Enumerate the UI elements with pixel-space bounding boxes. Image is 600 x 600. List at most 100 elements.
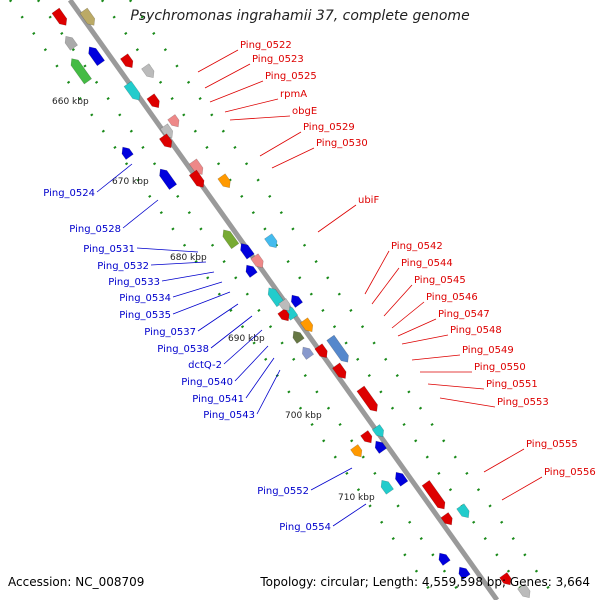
reverse-gene-label: Ping_0533 [108,277,160,288]
forward-gene-label: Ping_0525 [265,71,317,82]
forward-gene-label: Ping_0530 [316,138,368,149]
gene-arrow [290,294,303,308]
gene-arrow [120,53,134,69]
forward-label-leader [391,301,425,329]
forward-label-leader [224,98,279,113]
forward-gene-label: obgE [292,106,317,117]
forward-label-leader [317,204,357,233]
forward-label-leader [439,397,496,408]
gene-arrow [141,63,155,79]
gene-arrow [278,298,291,312]
forward-label-leader [371,267,400,305]
backbone [67,0,500,600]
forward-gene-label: rpmA [280,89,307,100]
reverse-gene-label: Ping_0543 [203,410,255,421]
reverse-label-leader [172,281,223,298]
gene-arrow [222,229,240,250]
scale-label: 680 kbp [170,253,207,263]
forward-gene-label: ubiF [358,195,379,206]
forward-gene-label: Ping_0522 [240,40,292,51]
forward-label-leader [204,63,251,89]
reverse-gene-label: Ping_0532 [97,261,149,272]
gene-arrow [438,552,451,566]
reverse-gene-label: Ping_0535 [119,310,171,321]
gene-arrow [299,317,314,333]
scale-label: 670 kbp [112,177,149,187]
gene-features [51,7,531,599]
gene-arrow [159,168,178,190]
gene-arrow [88,46,105,67]
gene-arrow [440,512,453,526]
gene-arrow [146,93,160,109]
reverse-label-leader [172,291,231,315]
forward-label-leader [259,131,302,157]
forward-gene-label: Ping_0551 [486,379,538,390]
reverse-gene-label: dctQ-2 [188,360,222,371]
reverse-label-leader [96,163,133,193]
gene-arrow [264,233,278,249]
forward-gene-label: Ping_0553 [497,397,549,408]
reverse-gene-label: Ping_0524 [43,188,95,199]
reverse-label-leader [223,329,263,365]
reverse-label-leader [136,247,199,253]
gene-arrow [158,133,173,149]
gene-arrow [277,308,290,322]
reverse-gene-label: Ping_0531 [83,244,135,255]
reverse-label-leader [122,199,159,229]
reverse-label-leader [234,345,269,382]
forward-label-leader [271,147,315,169]
reverse-label-leader [161,271,215,282]
gene-arrow [517,583,531,599]
reverse-label-leader [310,467,353,491]
forward-label-leader [197,49,239,73]
gene-arrow [326,334,349,363]
reverse-gene-label: Ping_0538 [157,344,209,355]
guide-line [36,0,467,600]
gene-arrow [240,243,255,260]
forward-label-leader [229,115,291,121]
gene-arrow [356,385,378,412]
forward-gene-label: Ping_0548 [450,325,502,336]
forward-label-leader [401,334,449,345]
reverse-gene-label: Ping_0554 [279,522,331,533]
forward-gene-label: Ping_0550 [474,362,526,373]
gene-arrow [70,58,92,85]
gene-arrow [217,173,231,189]
gene-arrow [302,346,315,360]
gene-arrow [292,330,305,344]
reverse-label-leader [210,315,253,349]
reverse-gene-label: Ping_0540 [181,377,233,388]
gene-arrow [188,169,205,188]
forward-gene-label: Ping_0544 [401,258,453,269]
gene-arrow [360,430,373,444]
reverse-gene-label: Ping_0541 [192,394,244,405]
forward-label-leader [411,354,461,361]
reverse-label-leader [150,261,207,266]
forward-gene-label: Ping_0542 [391,241,443,252]
reverse-gene-label: Ping_0537 [144,327,196,338]
gene-arrow [395,471,409,487]
scale-label: 710 kbp [338,493,375,503]
gene-arrow [371,424,384,438]
gene-arrow [64,35,78,51]
forward-label-leader [427,383,485,390]
reverse-label-leader [245,357,275,399]
gene-arrow [499,572,512,586]
forward-label-leader [383,284,413,317]
forward-label-leader [501,476,543,501]
reverse-labels: Ping_0524Ping_0528Ping_0531Ping_0532Ping… [43,163,367,533]
forward-label-leader [483,448,525,473]
gene-arrow [456,503,470,519]
forward-gene-label: Ping_0555 [526,439,578,450]
gene-arrow [374,440,387,454]
forward-label-leader [397,318,437,337]
forward-label-leader [364,250,390,295]
topology-text: Topology: circular; Length: 4,559,598 bp… [260,575,590,589]
forward-gene-label: Ping_0523 [252,54,304,65]
forward-gene-label: Ping_0546 [426,292,478,303]
forward-gene-label: Ping_0529 [303,122,355,133]
